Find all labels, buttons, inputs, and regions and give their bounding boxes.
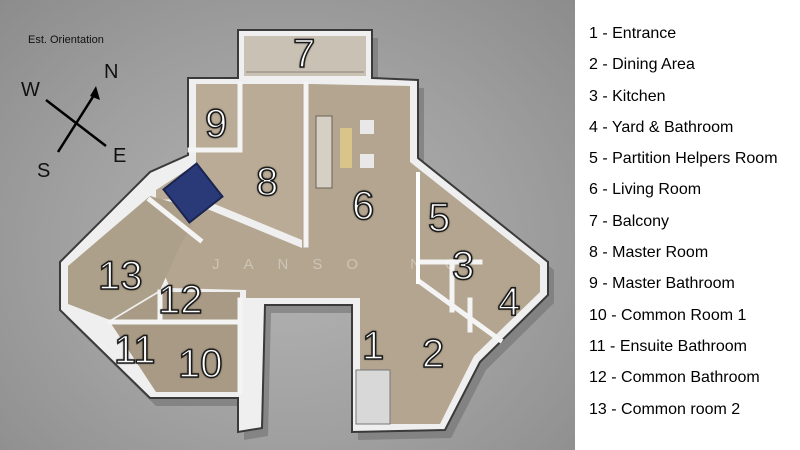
legend-item-12: 12 - Common Bathroom [589,369,760,387]
room-label-3: 3 [451,244,475,288]
room-label-4: 4 [497,280,521,324]
compass-north-label: N [104,61,119,83]
floor-plan-drawing [45,29,554,440]
living-floor [150,84,540,424]
compass-west-label: W [21,79,40,101]
room-legend: 1 - Entrance 2 - Dining Area 3 - Kitchen… [575,0,800,450]
room-label-11: 11 [113,328,156,372]
legend-item-11: 11 - Ensuite Bathroom [589,337,748,355]
legend-item-4: 4 - Yard & Bathroom [589,118,734,136]
legend-item-7: 7 - Balcony [589,212,670,230]
room-label-2: 2 [421,332,445,376]
entrance-stairs [355,369,391,425]
floor-plan-panel: Est. Orientation N W E S JANSO NG 1 2 3 … [0,0,575,450]
legend-item-3: 3 - Kitchen [589,87,666,105]
legend-item-2: 2 - Dining Area [589,56,695,74]
room-label-9: 9 [204,102,228,146]
legend-item-13: 13 - Common room 2 [589,400,741,418]
room-label-1: 1 [361,324,385,368]
legend-item-8: 8 - Master Room [589,244,709,262]
chair-2 [360,154,374,168]
room-label-13: 13 [97,254,143,298]
room-label-7: 7 [292,32,316,76]
tv-shelf [315,115,333,189]
legend-item-10: 10 - Common Room 1 [589,306,747,324]
interior-walls [107,81,504,395]
room-label-12: 12 [157,278,203,322]
compass-east-label: E [113,145,127,167]
bottom-rooms-floor [110,292,240,392]
legend-item-5: 5 - Partition Helpers Room [589,150,778,168]
legend-item-6: 6 - Living Room [589,181,702,199]
sofa [162,162,224,224]
room-label-8: 8 [255,160,279,204]
orientation-title: Est. Orientation [28,34,104,46]
chair-1 [360,120,374,134]
legend-item-1: 1 - Entrance [589,25,677,42]
north-arrow-icon [90,86,100,100]
compass-icon [45,91,107,153]
room-label-6: 6 [351,184,375,228]
common-room-2-floor [68,196,200,320]
master-room-floor [156,84,302,240]
room-label-5: 5 [427,196,451,240]
compass-south-label: S [37,160,51,182]
balcony-floor [244,36,366,76]
table [340,128,352,168]
legend-item-9: 9 - Master Bathroom [589,275,735,293]
watermark: JANSO NG [212,256,481,273]
room-label-10: 10 [177,342,223,386]
